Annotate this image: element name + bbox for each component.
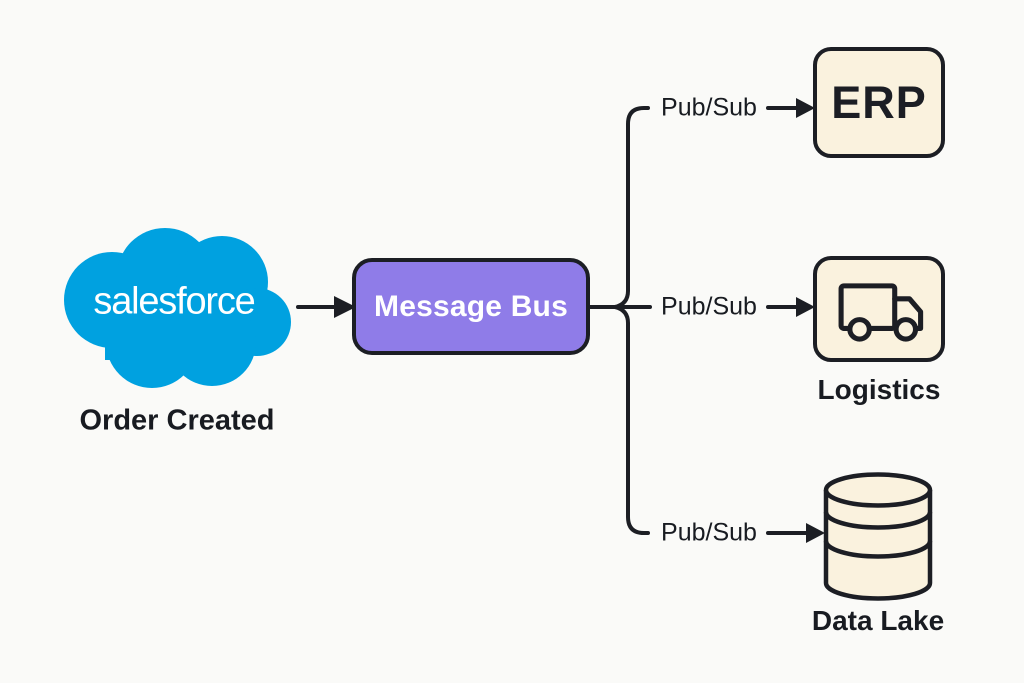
salesforce-wordmark: salesforce [93,280,255,323]
branch-trunk [588,106,652,535]
erp-label: ERP [831,76,927,128]
message-bus-label: Message Bus [374,289,568,323]
database-cylinder-icon [823,472,933,601]
truck-icon [838,283,924,342]
arrow-pubsub-datalake [766,523,825,543]
logistics-node [813,256,945,362]
arrow-pubsub-logistics [766,297,815,317]
pubsub-label-logistics: Pub/Sub [661,292,757,321]
pubsub-label-erp: Pub/Sub [661,93,757,122]
salesforce-cloud-icon [64,228,291,388]
order-created-label: Order Created [79,404,275,437]
pubsub-label-datalake: Pub/Sub [661,518,757,547]
arrow-pubsub-erp [766,98,815,118]
data-lake-label: Data Lake [811,605,945,636]
message-bus-node: Message Bus [352,258,590,355]
logistics-label: Logistics [817,374,941,405]
arrow-salesforce-to-bus [296,296,356,318]
erp-node: ERP [813,47,945,158]
